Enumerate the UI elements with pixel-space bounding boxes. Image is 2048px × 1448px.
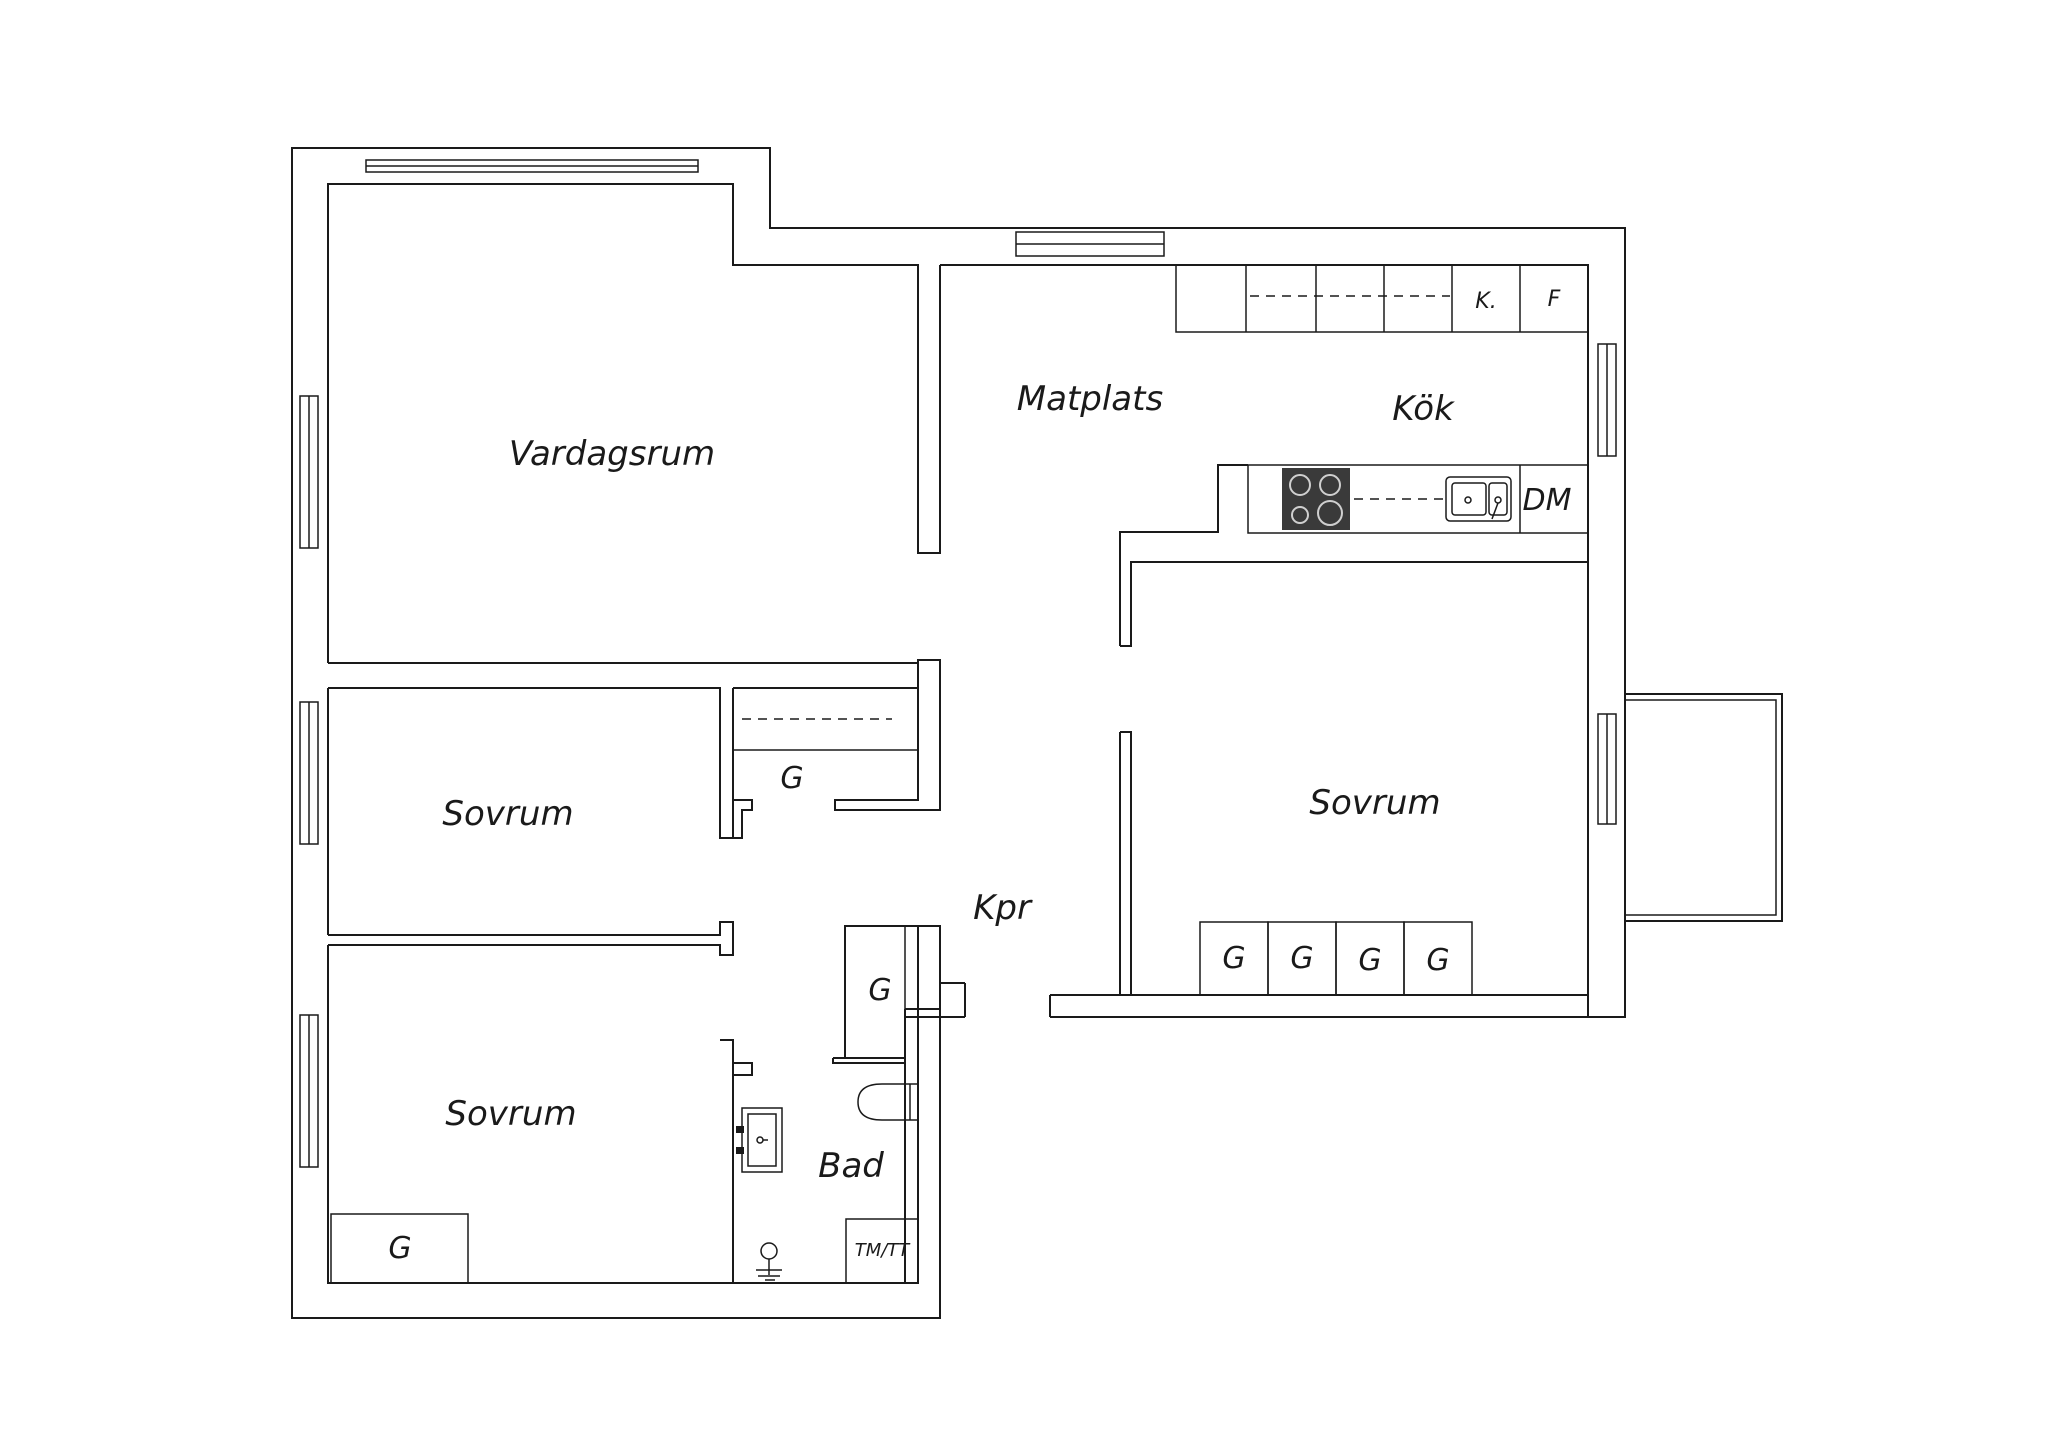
- windows: [299, 159, 1617, 1168]
- exterior-walls: [291, 147, 1626, 1319]
- kitchen-upper-counter: [1175, 264, 1589, 333]
- wall-kitchen-lower: [1119, 464, 1248, 646]
- outer-wall-outline: [291, 147, 1626, 1319]
- kitchen-label-dm: DM: [1523, 483, 1572, 518]
- closet-label-g-bath: G: [868, 973, 891, 1008]
- room-labels: Vardagsrum Matplats Kök Sovrum Sovrum So…: [442, 379, 1455, 1186]
- inner-wall-living: [327, 183, 941, 663]
- wardrobe-label-g-2: G: [1290, 941, 1313, 976]
- wall-bedroom-middle-top: [328, 687, 734, 839]
- room-label-sovrum-middle: Sovrum: [442, 794, 573, 834]
- wall-closet-middle: [733, 687, 919, 800]
- room-label-kpr: Kpr: [973, 888, 1033, 928]
- wall-living-right: [918, 265, 941, 554]
- wardrobe-label-g-bottom: G: [388, 1231, 411, 1266]
- room-label-kok: Kök: [1392, 389, 1455, 429]
- washbasin-icon: [736, 1107, 783, 1173]
- kitchen-label-f: F: [1548, 287, 1561, 312]
- room-label-bad: Bad: [818, 1146, 884, 1186]
- bathroom-fixtures: [736, 1083, 918, 1281]
- inner-wall-top-right: [940, 264, 1589, 1017]
- fixture-labels: K. F DM G G G G G G G TM/TT: [388, 287, 1571, 1266]
- closet-label-g-middle: G: [780, 761, 803, 796]
- wall-bathroom-left: [720, 1039, 734, 1283]
- wardrobe-label-g-3: G: [1358, 943, 1381, 978]
- room-label-matplats: Matplats: [1017, 379, 1163, 419]
- kitchen-label-k: K.: [1475, 289, 1496, 314]
- closets: [330, 718, 1473, 1284]
- washer-label: TM/TT: [855, 1240, 912, 1261]
- burner-icon: [1289, 474, 1311, 496]
- toilet-icon: [857, 1083, 918, 1121]
- wall-corridor-closet: [834, 659, 941, 811]
- kitchen-sink-icon: [1445, 476, 1512, 522]
- room-label-vardagsrum: Vardagsrum: [509, 434, 715, 474]
- shower-icon: [756, 1242, 782, 1281]
- wall-bedroom-middle-bottom: [328, 921, 734, 956]
- room-label-sovrum-bottom: Sovrum: [445, 1094, 576, 1134]
- inner-wall-bottom-left: [327, 945, 906, 1284]
- wardrobe-label-g-1: G: [1222, 941, 1245, 976]
- wall-bedroom-large-left: [1120, 561, 1588, 647]
- kitchen-lower-counter: [1247, 464, 1589, 534]
- room-label-sovrum-large: Sovrum: [1309, 783, 1440, 823]
- wardrobe-label-g-4: G: [1426, 943, 1449, 978]
- balcony: [1625, 693, 1783, 922]
- wall-living-bottom: [328, 659, 940, 664]
